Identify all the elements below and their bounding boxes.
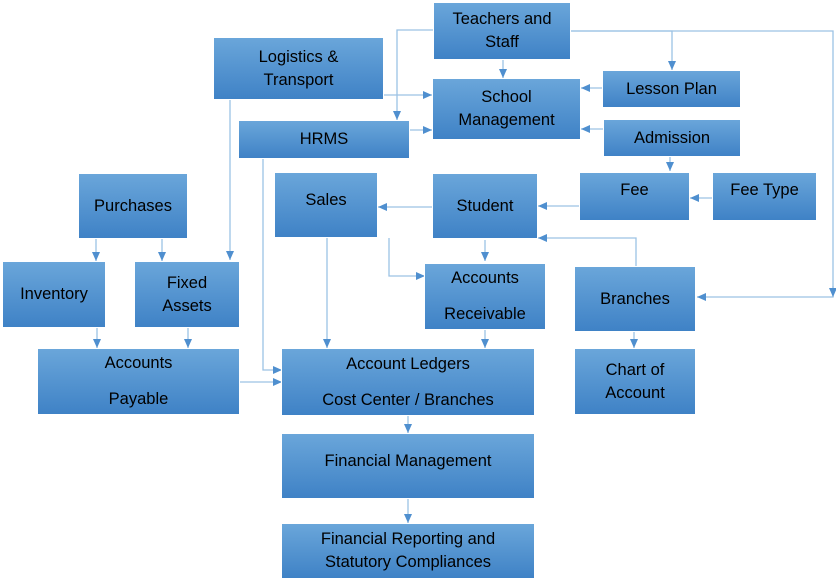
node-label-line: Accounts <box>104 354 173 372</box>
node-label-line: Account Ledgers <box>346 354 470 373</box>
edge-sales-receivable <box>388 238 425 280</box>
node-label: Fee Type <box>730 181 799 199</box>
node-label-line: Payable <box>108 390 169 408</box>
node-label-line: School <box>481 88 532 106</box>
node-accounts-receivable: Accounts Receivable <box>424 263 546 330</box>
node-logistics-transport: Logistics & Transport <box>213 37 384 100</box>
node-student: Student <box>432 173 538 239</box>
node-fixed-assets: Fixed Assets <box>134 261 240 328</box>
edge-teachers-branches <box>570 30 834 301</box>
node-label-line: Transport <box>263 70 334 89</box>
node-label: Sales <box>305 191 347 209</box>
node-label: Financial Management <box>324 452 492 470</box>
node-label-line: Assets <box>162 296 212 315</box>
node-label: Lesson Plan <box>626 79 717 98</box>
edge-branches-student <box>538 234 637 266</box>
node-admission: Admission <box>603 119 741 157</box>
node-branches: Branches <box>574 266 696 332</box>
node-financial-reporting: Financial Reporting and Statutory Compli… <box>281 523 535 579</box>
node-label-line: Account <box>605 383 665 402</box>
node-label-line: Fixed <box>166 273 208 292</box>
node-lesson-plan: Lesson Plan <box>602 70 741 108</box>
node-label-line: Statutory Compliances <box>325 553 491 571</box>
node-label: Student <box>456 196 514 215</box>
node-label-line: Chart of <box>605 360 665 379</box>
node-label: Branches <box>600 289 670 308</box>
node-label: HRMS <box>299 130 349 148</box>
node-financial-management: Financial Management <box>281 433 535 499</box>
edge-teachers-hrms <box>393 29 434 120</box>
node-label-line: Accounts <box>451 269 519 287</box>
node-accounts-payable: Accounts Payable <box>37 348 240 415</box>
node-fee: Fee <box>579 172 690 221</box>
edge-hrms-ledgers <box>262 158 282 374</box>
node-teachers-and-staff: Teachers and Staff <box>433 2 571 60</box>
node-label: Purchases <box>94 196 172 215</box>
node-label-line: Management <box>458 111 555 129</box>
node-inventory: Inventory <box>2 261 106 328</box>
edge-teachers-lessonplan <box>570 30 676 70</box>
node-label: Inventory <box>20 285 88 303</box>
node-label-line: Cost Center / Branches <box>322 390 494 409</box>
node-account-ledgers: Account Ledgers Cost Center / Branches <box>281 348 535 416</box>
node-label-line: Staff <box>485 33 519 51</box>
node-school-management: School Management <box>432 78 581 140</box>
node-label-line: Receivable <box>444 305 526 323</box>
node-label: Admission <box>633 128 711 147</box>
node-purchases: Purchases <box>78 173 188 239</box>
node-hrms: HRMS <box>238 120 410 159</box>
node-label: Fee <box>620 181 649 199</box>
node-sales: Sales <box>274 172 378 238</box>
node-fee-type: Fee Type <box>712 172 817 221</box>
node-label-line: Teachers and <box>452 10 552 28</box>
node-label-line: Logistics & <box>258 47 339 66</box>
node-label-line: Financial Reporting and <box>320 530 496 548</box>
node-chart-of-account: Chart of Account <box>574 348 696 415</box>
